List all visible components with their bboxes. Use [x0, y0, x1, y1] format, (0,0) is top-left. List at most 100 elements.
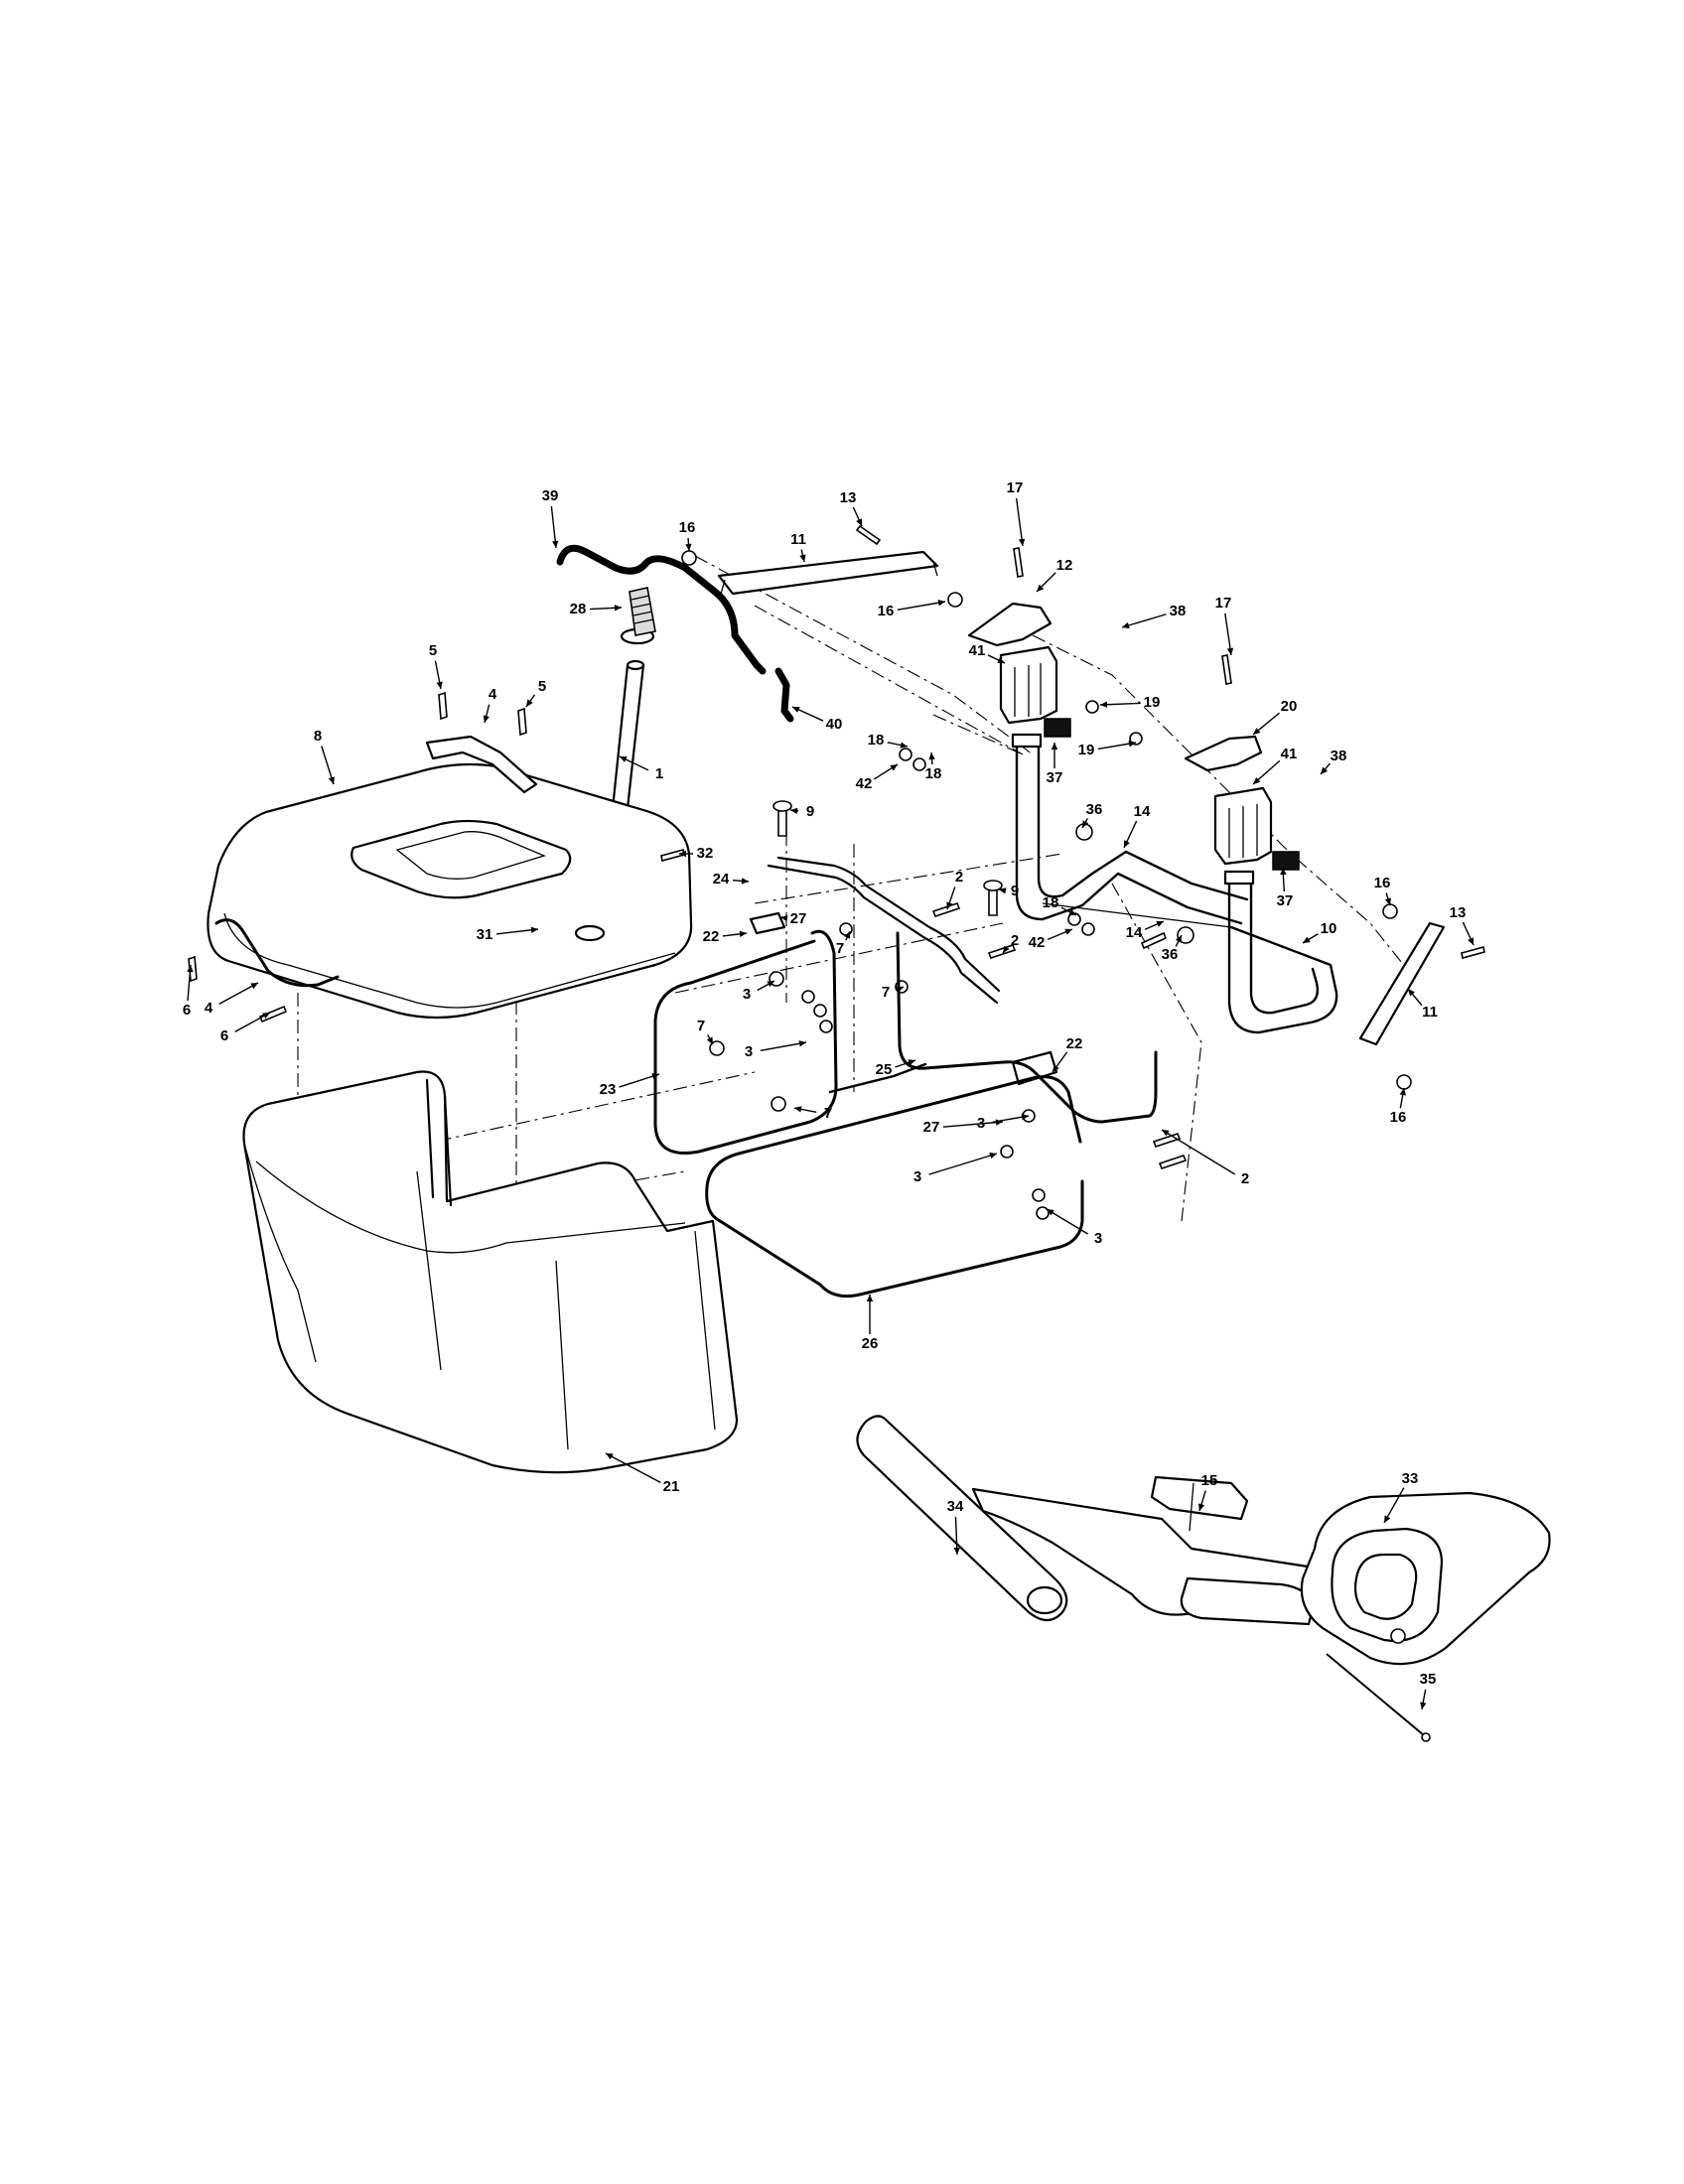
leader-line	[550, 505, 557, 549]
leader-arrowhead	[989, 1153, 997, 1160]
leader-arrowhead	[794, 1106, 802, 1113]
leader-arrowhead	[937, 600, 945, 607]
callout-number-4: 4	[489, 686, 497, 703]
leader-arrowhead	[856, 518, 863, 526]
leader-arrowhead	[997, 657, 1005, 663]
callout-number-3: 3	[1094, 1230, 1102, 1247]
handle-tube-end-right	[1223, 870, 1255, 886]
callout-number-7: 7	[824, 1105, 832, 1122]
leader-arrowhead	[620, 756, 628, 762]
frame-24	[767, 856, 1001, 1005]
callout-number-33: 33	[1402, 1470, 1419, 1487]
leader-line	[897, 601, 946, 612]
leader-arrowhead	[1280, 868, 1287, 876]
lift-rod-39	[556, 544, 767, 675]
rod-35	[1326, 1653, 1425, 1736]
callout-number-6: 6	[183, 1002, 191, 1019]
alignment-line	[694, 555, 1034, 755]
hitch-plate	[1150, 1475, 1249, 1521]
leader-line	[605, 1452, 661, 1484]
leader-line	[218, 982, 259, 1006]
leader-arrowhead	[262, 1013, 270, 1020]
callout-number-12: 12	[1056, 557, 1073, 574]
leader-arrowhead	[767, 981, 774, 988]
callout-number-14: 14	[1126, 924, 1143, 941]
leader-arrowhead	[799, 554, 806, 562]
hitch-tube-34	[856, 1415, 1068, 1622]
leader-line	[1224, 613, 1232, 656]
leader-arrowhead	[1021, 1114, 1029, 1121]
handle-frame-10	[1227, 872, 1338, 1034]
callout-number-19: 19	[1078, 742, 1095, 758]
callout-number-31: 31	[477, 926, 493, 943]
callout-number-36: 36	[1086, 801, 1103, 818]
callout-number-42: 42	[856, 775, 873, 792]
callout-number-16: 16	[1390, 1109, 1407, 1126]
callout-number-36: 36	[1162, 946, 1179, 963]
bracket-11-upper	[717, 550, 939, 596]
callout-number-16: 16	[878, 603, 895, 619]
leader-arrowhead	[1253, 728, 1261, 735]
callout-number-42: 42	[1029, 934, 1046, 951]
callout-number-20: 20	[1281, 698, 1298, 715]
leader-arrowhead	[606, 1453, 614, 1460]
leader-arrowhead	[896, 986, 904, 993]
leader-arrowhead	[741, 878, 749, 885]
callout-number-41: 41	[1281, 746, 1298, 762]
callout-number-26: 26	[862, 1335, 879, 1352]
leader-line	[1161, 1129, 1236, 1175]
leader-line	[495, 928, 539, 935]
callout-number-35: 35	[1420, 1671, 1437, 1688]
pin-15	[1189, 1482, 1194, 1532]
leader-arrowhead	[1253, 776, 1261, 784]
leader-arrowhead	[1321, 766, 1329, 774]
leader-arrowhead	[739, 930, 747, 938]
leader-arrowhead	[1303, 936, 1311, 943]
callout-number-11: 11	[1422, 1004, 1438, 1021]
leader-arrowhead	[1037, 584, 1045, 592]
leader-arrowhead	[250, 983, 258, 990]
callout-number-22: 22	[1066, 1035, 1083, 1052]
alignment-line	[1032, 634, 1411, 974]
callout-number-32: 32	[697, 845, 714, 862]
leader-arrowhead	[1384, 1515, 1391, 1523]
leader-arrowhead	[946, 901, 953, 909]
callout-number-39: 39	[542, 487, 559, 504]
frame-25-cross	[828, 1062, 927, 1094]
leader-arrowhead	[1052, 1064, 1059, 1072]
callout-number-17: 17	[1007, 479, 1024, 496]
callout-number-27: 27	[923, 1119, 940, 1136]
callout-number-40: 40	[826, 716, 843, 733]
leader-arrowhead	[1197, 1503, 1205, 1511]
callout-number-41: 41	[969, 642, 986, 659]
leader-arrowhead	[1100, 701, 1108, 708]
callout-number-7: 7	[697, 1018, 705, 1034]
leader-arrowhead	[790, 807, 798, 815]
bag-cover-8	[207, 762, 693, 1020]
callout-number-3: 3	[743, 986, 751, 1003]
callout-number-1: 1	[655, 765, 663, 782]
leader-arrowhead	[187, 965, 194, 973]
leader-arrowhead	[866, 1295, 874, 1301]
leader-line	[1046, 1208, 1088, 1235]
leader-arrowhead	[1156, 920, 1164, 927]
callout-number-15: 15	[1201, 1472, 1218, 1489]
leader-arrowhead	[614, 605, 622, 612]
leader-arrowhead	[1420, 1702, 1427, 1709]
leader-arrowhead	[1122, 621, 1130, 629]
leader-arrowhead	[679, 850, 686, 858]
bracket-11-lower	[1358, 921, 1446, 1046]
leader-arrowhead	[1384, 897, 1391, 905]
leader-arrowhead	[1399, 1088, 1406, 1096]
callout-number-38: 38	[1331, 748, 1347, 764]
leader-arrowhead	[1082, 820, 1089, 828]
handle-grip-28	[620, 587, 656, 645]
hitch-assembly	[856, 1415, 1551, 1742]
callout-number-16: 16	[1374, 875, 1391, 891]
leader-arrowhead	[1051, 743, 1058, 750]
leader-arrowhead	[436, 681, 443, 689]
leader-arrowhead	[1128, 741, 1136, 748]
leader-arrowhead	[798, 1040, 806, 1047]
leader-line	[760, 1041, 807, 1051]
